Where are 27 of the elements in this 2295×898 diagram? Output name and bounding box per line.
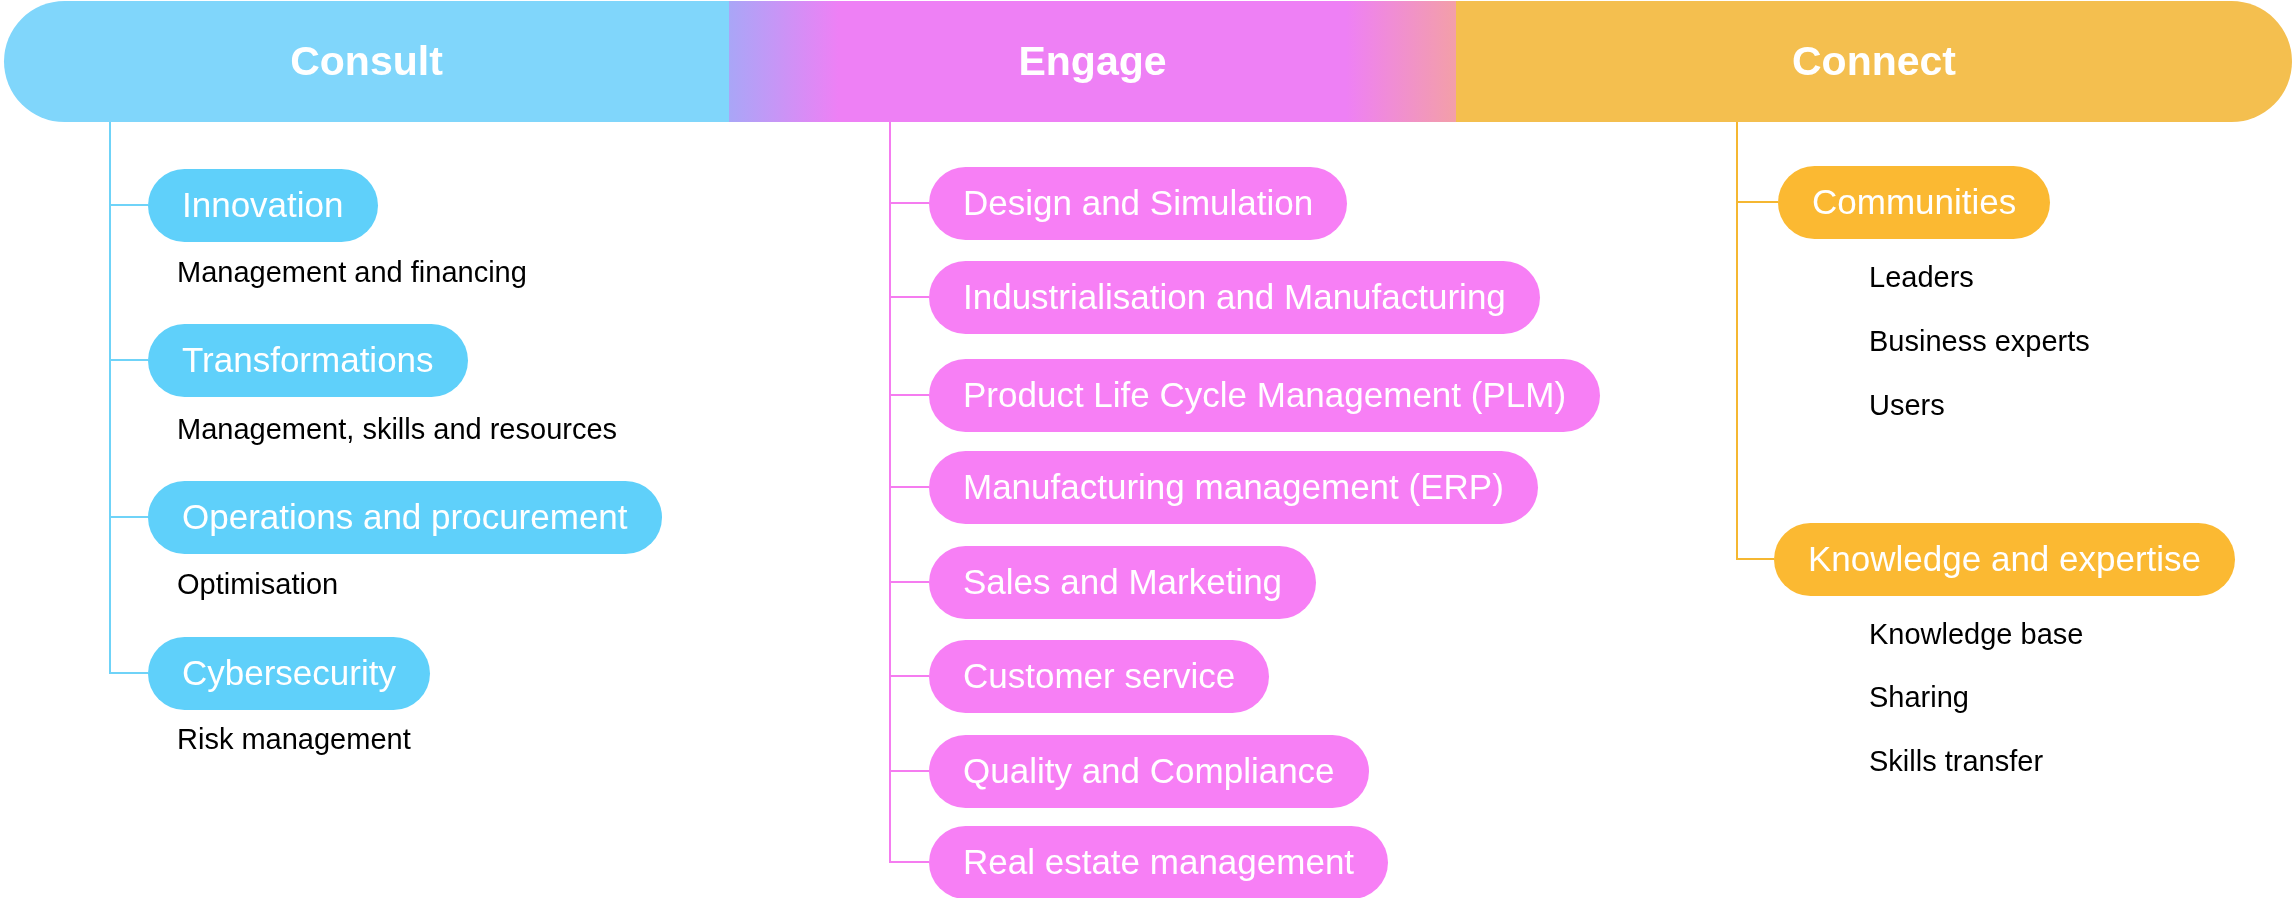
item-text: Management, skills and resources bbox=[177, 412, 618, 447]
item-text: Users bbox=[1869, 388, 1945, 423]
item-text: Business experts bbox=[1869, 324, 2090, 359]
category-pill: Manufacturing management (ERP) bbox=[929, 450, 1538, 524]
category-pill: Real estate management bbox=[929, 825, 1389, 898]
item-text: Leaders bbox=[1869, 260, 1974, 295]
category-pill: Product Life Cycle Management (PLM) bbox=[929, 358, 1601, 432]
item-text: Risk management bbox=[177, 722, 411, 757]
header-band: Engage bbox=[729, 1, 1456, 122]
category-pill: Industrialisation and Manufacturing bbox=[929, 260, 1540, 334]
category-pill: Innovation bbox=[148, 168, 378, 242]
item-text: Skills transfer bbox=[1869, 744, 2044, 779]
item-text: Management and financing bbox=[177, 255, 527, 290]
category-pill: Quality and Compliance bbox=[929, 734, 1369, 808]
header-band: Connect bbox=[1456, 1, 2292, 122]
category-pill: Sales and Marketing bbox=[929, 545, 1317, 619]
item-text: Knowledge base bbox=[1869, 617, 2084, 652]
category-pill: Transformations bbox=[148, 323, 468, 397]
category-pill: Customer service bbox=[929, 639, 1270, 713]
header-band: Consult bbox=[4, 1, 729, 122]
category-pill: Knowledge and expertise bbox=[1774, 522, 2236, 596]
category-pill: Design and Simulation bbox=[929, 166, 1348, 240]
category-pill: Operations and procurement bbox=[148, 480, 662, 554]
category-pill: Communities bbox=[1778, 165, 2051, 239]
category-pill: Cybersecurity bbox=[148, 636, 430, 710]
item-text: Sharing bbox=[1869, 680, 1969, 715]
item-text: Optimisation bbox=[177, 567, 339, 602]
